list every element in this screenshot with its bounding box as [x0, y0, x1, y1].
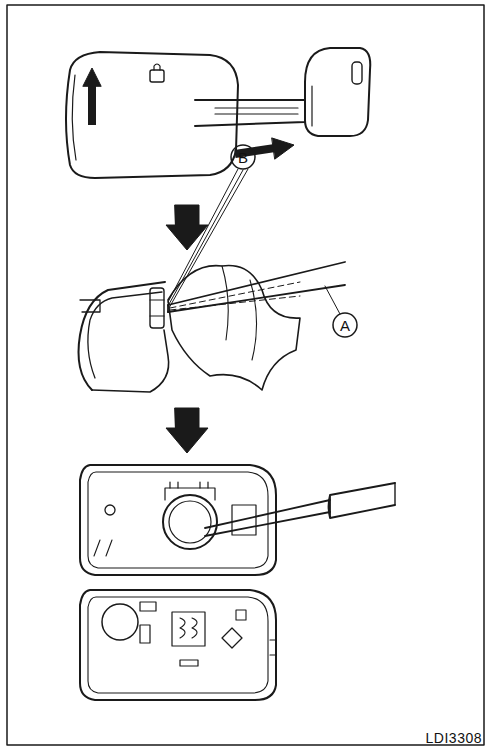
step-arrow [166, 408, 208, 453]
callout-letter: A [340, 318, 350, 333]
case-halves [80, 465, 395, 700]
callout-letter: B [238, 150, 248, 165]
fob-top [66, 48, 370, 178]
fob-middle [79, 262, 346, 392]
step-arrow [166, 205, 208, 250]
frame [7, 5, 484, 745]
figure-code: LDI3308 [426, 731, 482, 745]
callout-circles [168, 145, 357, 337]
